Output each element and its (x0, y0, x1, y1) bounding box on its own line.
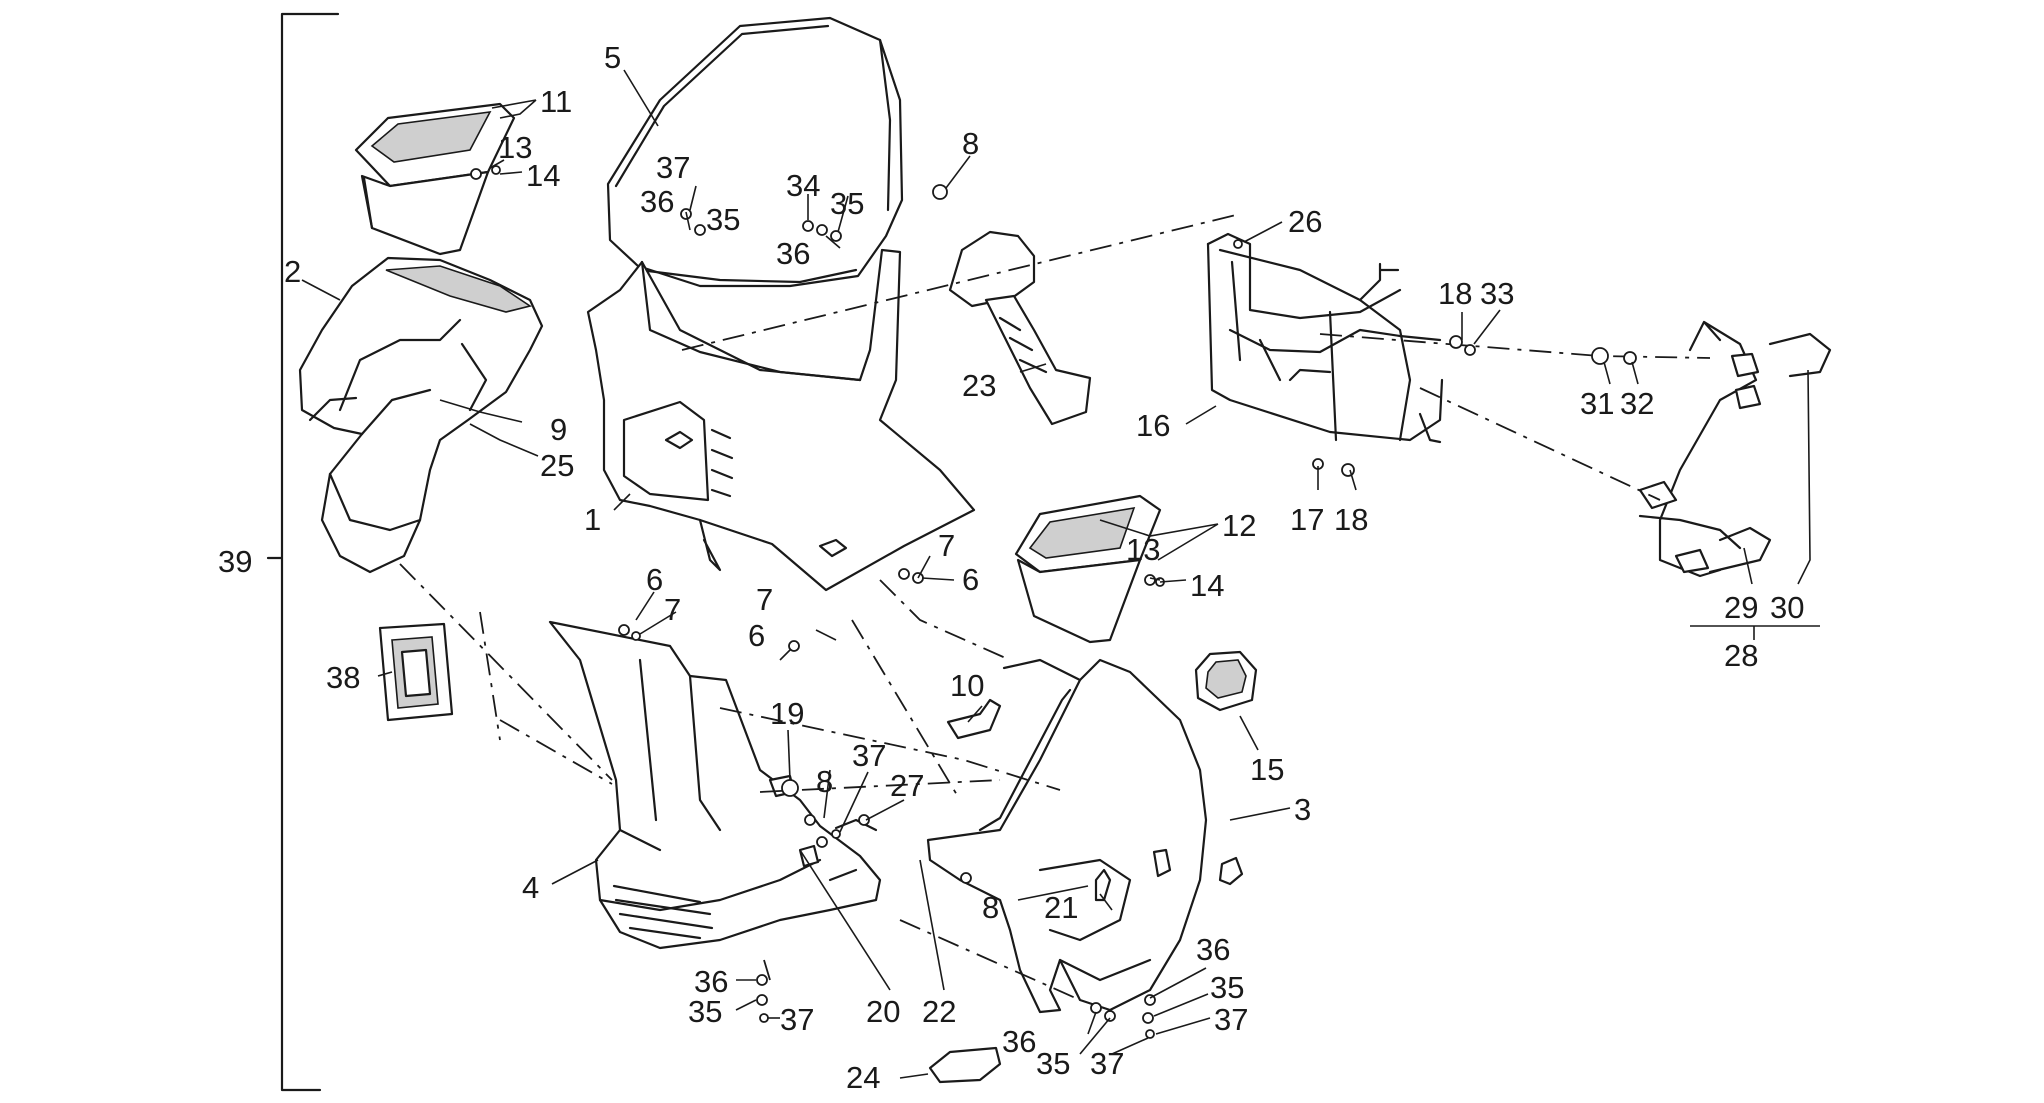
leader-lines (301, 69, 1820, 1079)
part-11-glove-box-left (354, 102, 516, 256)
label-20: 20 (866, 994, 900, 1029)
label-10: 10 (950, 668, 984, 703)
label-37: 37 (780, 1002, 814, 1037)
part-2-left-fairing-panel (298, 256, 544, 574)
label-36: 36 (1196, 932, 1230, 967)
label-36: 36 (776, 236, 810, 271)
label-8: 8 (962, 126, 979, 161)
label-5: 5 (604, 40, 621, 75)
part-16-fairing-frame (1206, 232, 1444, 444)
label-12: 12 (1222, 508, 1256, 543)
label-18: 18 (1334, 502, 1368, 537)
label-26: 26 (1288, 204, 1322, 239)
label-4: 4 (522, 870, 539, 905)
label-23: 23 (962, 368, 996, 403)
part-5-windscreen (606, 16, 904, 288)
label-1: 1 (584, 502, 601, 537)
label-17: 17 (1290, 502, 1324, 537)
label-6: 6 (962, 562, 979, 597)
label-14: 14 (526, 158, 560, 193)
label-35: 35 (688, 994, 722, 1029)
assembly-bracket (266, 12, 340, 1092)
part-38-gasket (378, 622, 454, 722)
label-13: 13 (1126, 532, 1160, 567)
label-13: 13 (498, 130, 532, 165)
callout-labels: 39 11 13 14 2 9 25 38 5 37 36 35 34 35 3… (218, 40, 1804, 1095)
label-36: 36 (694, 964, 728, 999)
label-31: 31 (1580, 386, 1614, 421)
label-29: 29 (1724, 590, 1758, 625)
label-8: 8 (816, 764, 833, 799)
label-35: 35 (830, 186, 864, 221)
label-3: 3 (1294, 792, 1311, 827)
label-11: 11 (540, 84, 572, 119)
alignment-lines (399, 213, 1711, 1001)
label-6: 6 (748, 618, 765, 653)
label-37: 37 (852, 738, 886, 773)
part-15-grommet (1194, 650, 1258, 712)
part-28-headlight-bracket-set (1638, 320, 1832, 578)
label-33: 33 (1480, 276, 1514, 311)
label-34: 34 (786, 168, 820, 203)
label-24: 24 (846, 1060, 880, 1095)
label-16: 16 (1136, 408, 1170, 443)
label-19: 19 (770, 696, 804, 731)
part-12-glove-box-right (1014, 494, 1162, 644)
label-39: 39 (218, 544, 252, 579)
label-37: 37 (1090, 1046, 1124, 1081)
part-23-mirror (948, 230, 1092, 426)
label-7: 7 (756, 582, 773, 617)
label-36: 36 (640, 184, 674, 219)
label-21: 21 (1044, 890, 1078, 925)
label-15: 15 (1250, 752, 1284, 787)
label-37: 37 (1214, 1002, 1248, 1037)
part-24-plate (928, 1046, 1002, 1084)
part-10-bracket (946, 698, 1002, 740)
label-2: 2 (284, 254, 301, 289)
label-36: 36 (1002, 1024, 1036, 1059)
label-14: 14 (1190, 568, 1224, 603)
label-18: 18 (1438, 276, 1472, 311)
label-32: 32 (1620, 386, 1654, 421)
label-25: 25 (540, 448, 574, 483)
part-1-upper-fairing (586, 248, 976, 592)
label-7: 7 (938, 528, 955, 563)
label-30: 30 (1770, 590, 1804, 625)
label-35: 35 (1210, 970, 1244, 1005)
label-9: 9 (550, 412, 567, 447)
label-6: 6 (646, 562, 663, 597)
label-22: 22 (922, 994, 956, 1029)
label-35: 35 (1036, 1046, 1070, 1081)
part-3-right-lower-fairing (926, 658, 1244, 1014)
label-27: 27 (890, 768, 924, 803)
label-37: 37 (656, 150, 690, 185)
label-28: 28 (1724, 638, 1758, 673)
label-38: 38 (326, 660, 360, 695)
label-8: 8 (982, 890, 999, 925)
label-35: 35 (706, 202, 740, 237)
label-7: 7 (664, 592, 681, 627)
